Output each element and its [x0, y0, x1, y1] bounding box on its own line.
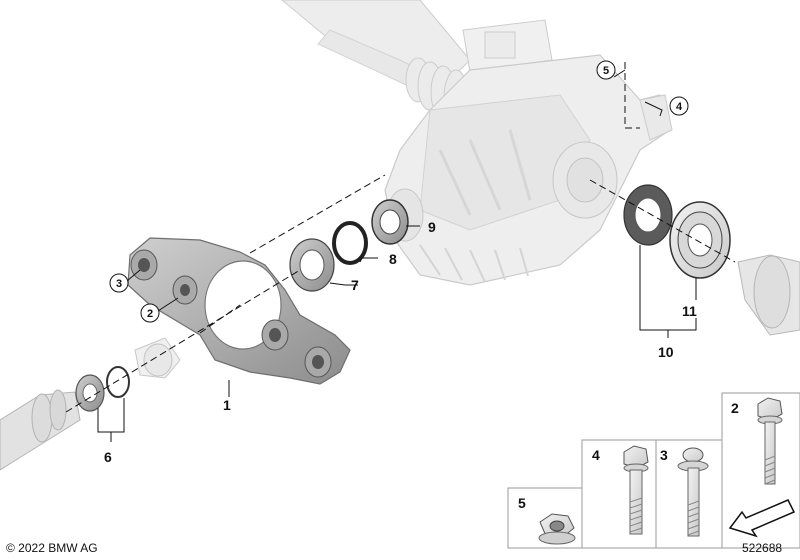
seal-part-7[interactable]	[289, 238, 335, 292]
callout-8: 8	[389, 251, 397, 267]
svg-text:5: 5	[603, 65, 609, 77]
legend-bolt-3[interactable]: 3	[660, 447, 709, 537]
callout-9: 9	[428, 219, 436, 235]
callout-7: 7	[351, 277, 359, 293]
seal-part-9[interactable]	[371, 199, 409, 245]
svg-text:2: 2	[731, 400, 739, 416]
svg-text:3: 3	[660, 447, 668, 463]
seal-part-10[interactable]	[623, 184, 673, 246]
svg-text:3: 3	[116, 278, 122, 290]
callout-circle-3: 3	[109, 273, 129, 293]
differential-bracket[interactable]	[127, 237, 351, 385]
assembly-centerlines	[65, 62, 736, 413]
right-drive-shaft	[737, 254, 800, 336]
direction-arrow-icon	[728, 499, 796, 538]
callout-1: 1	[223, 397, 231, 413]
left-seal-part-6[interactable]	[75, 366, 130, 412]
seal-part-11[interactable]	[669, 201, 731, 279]
callout-11: 11	[682, 303, 697, 319]
svg-text:4: 4	[676, 101, 683, 113]
legend-bolt-4[interactable]: 4	[592, 445, 649, 535]
callout-circle-4: 4	[669, 96, 689, 116]
differential-housing	[281, 0, 673, 286]
diagram-number: 522688	[742, 541, 782, 555]
fastener-legend: 5 4 3 2	[507, 392, 800, 549]
left-drive-shaft	[0, 389, 81, 471]
callout-10: 10	[658, 344, 674, 360]
callout-leaders	[97, 69, 697, 442]
left-flange-ghost	[134, 337, 181, 379]
callout-circle-5: 5	[596, 60, 616, 80]
svg-text:5: 5	[518, 495, 526, 511]
svg-text:4: 4	[592, 447, 600, 463]
legend-long-bolt-2[interactable]: 2	[731, 397, 783, 485]
legend-flange-nut-5[interactable]: 5	[518, 495, 576, 545]
copyright-text: © 2022 BMW AG	[6, 541, 98, 555]
callout-6: 6	[104, 449, 112, 465]
svg-text:2: 2	[147, 308, 153, 320]
seal-part-8[interactable]	[332, 221, 368, 265]
callout-circle-2: 2	[140, 303, 160, 323]
